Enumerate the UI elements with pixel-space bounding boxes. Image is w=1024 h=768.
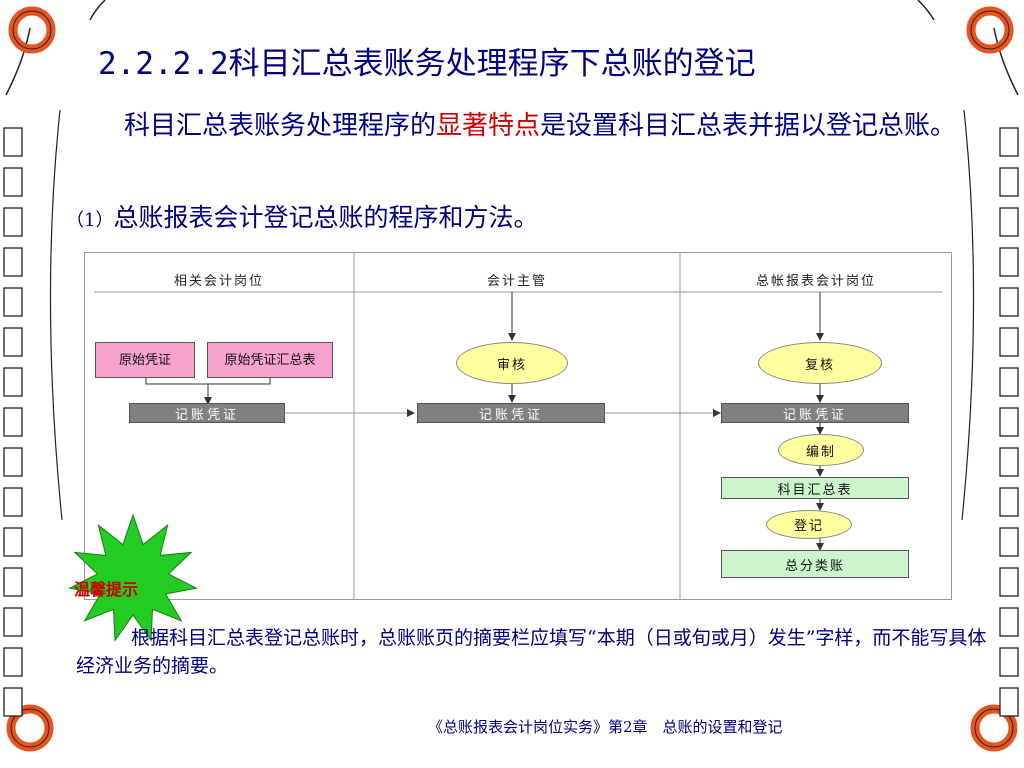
binder-strip-rect	[999, 487, 1019, 517]
node-bookkeeping-voucher-1: 记账凭证	[129, 403, 285, 423]
intro-paragraph: 科目汇总表账务处理程序的显著特点是设置科目汇总表并据以登记总账。	[58, 103, 988, 149]
node-recheck: 复核	[758, 342, 882, 384]
binder-strip-rect	[999, 447, 1019, 477]
node-account-summary-table: 科目汇总表	[721, 477, 909, 499]
lane-header-related-accounting: 相关会计岗位	[173, 274, 264, 289]
binder-strip-rect	[999, 127, 1019, 157]
tip-text: 根据科目汇总表登记总账时，总账账页的摘要栏应填写“本期（日或旬或月）发生”字样，…	[76, 627, 987, 677]
binder-strip-rect	[999, 567, 1019, 597]
binder-strip-rect	[3, 327, 23, 357]
binder-strip-rect	[999, 407, 1019, 437]
flowchart-lines	[84, 252, 952, 600]
ring-icon-left	[8, 6, 56, 54]
subheading-number: （1）	[66, 210, 114, 231]
binder-strip-rect	[3, 207, 23, 237]
binder-strip-rect	[3, 527, 23, 557]
binder-strip-rect	[3, 127, 23, 157]
intro-highlight: 显著特点	[436, 111, 541, 141]
binder-strip-rect	[3, 487, 23, 517]
binder-strip-rect	[999, 207, 1019, 237]
binder-strip-rect	[3, 607, 23, 637]
node-bookkeeping-voucher-3: 记账凭证	[721, 403, 909, 423]
binder-strip-rect	[999, 287, 1019, 317]
ring-icon-bottom-right	[970, 704, 1018, 752]
subheading: （1）总账报表会计登记总账的程序和方法。	[66, 198, 538, 234]
ring-icon-right	[966, 6, 1014, 54]
node-bookkeeping-voucher-2: 记账凭证	[417, 403, 605, 423]
binder-strip-rect	[999, 647, 1019, 677]
ring-icon-bottom-left	[6, 704, 54, 752]
binder-strip-rect	[999, 167, 1019, 197]
intro-text-after: 是设置科目汇总表并据以登记总账。	[540, 111, 957, 141]
binder-strip-rect	[3, 687, 23, 717]
node-original-voucher-summary: 原始凭证汇总表	[207, 342, 333, 378]
binder-strip-rect	[999, 367, 1019, 397]
binder-strip-rect	[999, 607, 1019, 637]
node-post: 登记	[766, 510, 852, 539]
binder-strip-rect	[3, 407, 23, 437]
binder-strip-rect	[3, 167, 23, 197]
subheading-text: 总账报表会计登记总账的程序和方法。	[113, 203, 539, 232]
node-review: 审核	[456, 342, 568, 384]
lane-header-accounting-supervisor: 会计主管	[486, 274, 547, 289]
node-original-voucher: 原始凭证	[95, 342, 195, 378]
binder-strip-rect	[3, 647, 23, 677]
intro-text-before: 科目汇总表账务处理程序的	[124, 111, 437, 141]
binder-strip-rect	[999, 687, 1019, 717]
binder-strip-rect	[999, 327, 1019, 357]
binder-strip-rect	[3, 567, 23, 597]
binder-strip-rect	[3, 287, 23, 317]
lane-header-ledger-report-accounting: 总帐报表会计岗位	[755, 274, 876, 289]
node-compile: 编制	[778, 434, 864, 466]
binder-strip-rect	[3, 367, 23, 397]
tip-label: 温馨提示	[74, 580, 139, 599]
binder-strip-rect	[999, 527, 1019, 557]
binder-strip-rect	[3, 447, 23, 477]
tip-star-icon	[68, 513, 198, 642]
footer-course-chapter: 《总账报表会计岗位实务》第2章 总账的设置和登记	[428, 718, 783, 736]
flowchart: 相关会计岗位 会计主管 总帐报表会计岗位 原始凭证 原始凭证汇总表 记账凭证 审…	[84, 252, 952, 600]
binder-strip-rect	[999, 247, 1019, 277]
node-general-ledger: 总分类账	[721, 550, 909, 578]
page-title: 2.2.2.2科目汇总表账务处理程序下总账的登记	[98, 46, 756, 82]
binder-strip-rect	[3, 247, 23, 277]
